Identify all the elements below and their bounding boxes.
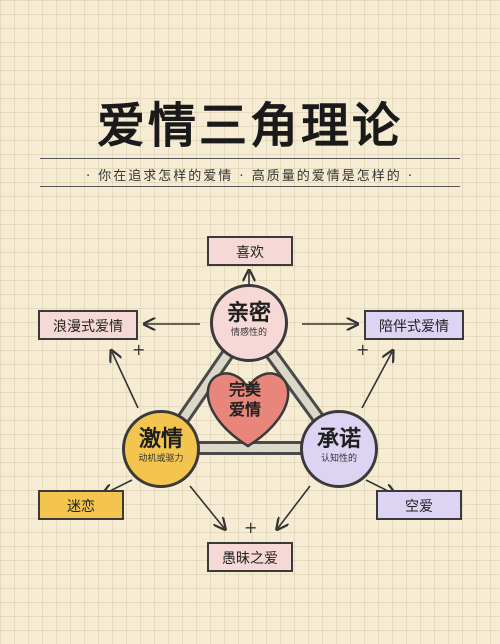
- box-companionate-love: 陪伴式爱情: [364, 310, 464, 340]
- box-fatuous-love: 愚昧之爱: [207, 542, 293, 572]
- box-romantic-love: 浪漫式爱情: [38, 310, 138, 340]
- arrow-commitment-companionate: [361, 352, 392, 409]
- perfect-love-text: 完美 爱情: [210, 380, 280, 420]
- plus-sign-left: +: [132, 340, 146, 359]
- perfect-love-line2: 爱情: [228, 400, 261, 419]
- node-commitment: 承诺 认知性的: [300, 410, 378, 488]
- node-commitment-sub: 认知性的: [320, 454, 357, 464]
- page-subtitle: · 你在追求怎样的爱情 · 高质量的爱情是怎样的 ·: [86, 169, 414, 184]
- triangle: [156, 316, 347, 455]
- node-passion-label: 激情: [138, 427, 183, 452]
- node-passion: 激情 动机或驱力: [122, 410, 200, 488]
- arrow-commitment-fatuous: [278, 485, 311, 528]
- box-liking: 喜欢: [207, 236, 293, 266]
- arrow-passion-romantic: [112, 352, 139, 409]
- node-passion-sub: 动机或驱力: [138, 454, 184, 464]
- plus-sign-bottom: +: [244, 518, 258, 537]
- perfect-love-heart: [206, 372, 290, 448]
- page-title: 爱情三角理论: [96, 98, 403, 154]
- node-intimacy-label: 亲密: [226, 301, 271, 326]
- box-empty-love: 空爱: [376, 490, 462, 520]
- perfect-love-line1: 完美: [228, 380, 261, 399]
- plus-sign-right: +: [356, 340, 370, 359]
- subtitle-bottom-rule: [40, 186, 460, 187]
- arrow-passion-fatuous: [189, 485, 224, 528]
- subtitle-top-rule: [40, 158, 460, 159]
- box-infatuation: 迷恋: [38, 490, 124, 520]
- node-commitment-label: 承诺: [316, 427, 361, 452]
- node-intimacy-sub: 情感性的: [230, 328, 267, 338]
- node-intimacy: 亲密 情感性的: [210, 284, 288, 362]
